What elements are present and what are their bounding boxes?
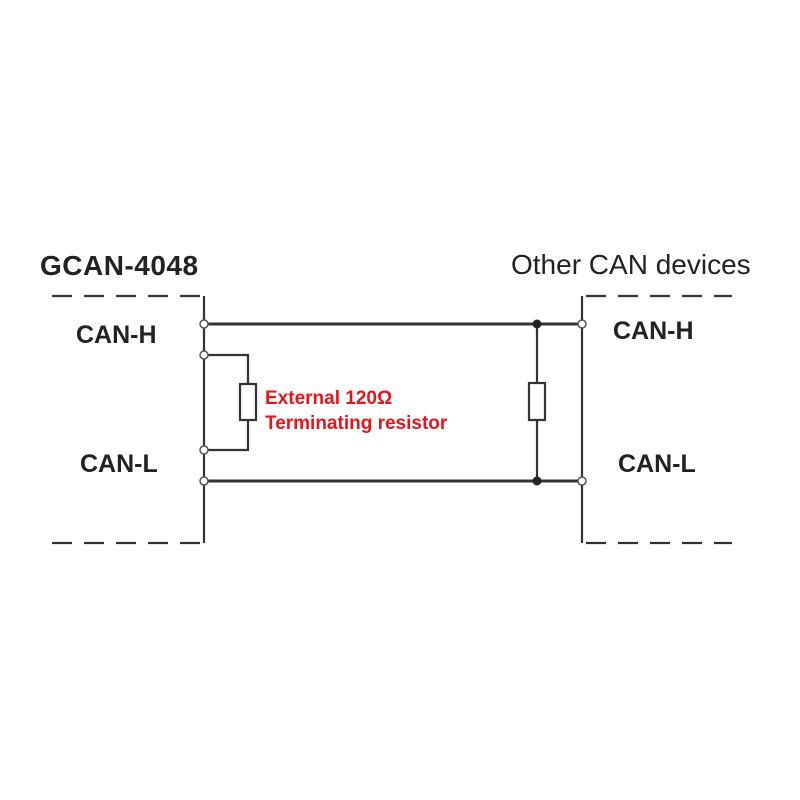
left-can-h-terminal bbox=[199, 319, 209, 329]
bus-resistor-symbol bbox=[527, 381, 547, 422]
external-resistor-circuit bbox=[204, 353, 258, 452]
left-resistor-bottom-terminal bbox=[199, 445, 209, 455]
left-device-box bbox=[52, 294, 206, 545]
right-device-title: Other CAN devices bbox=[511, 249, 751, 280]
resistor-note-line1: External 120Ω bbox=[265, 388, 393, 409]
left-can-h-label: CAN-H bbox=[76, 321, 157, 349]
bus-resistor-circuit bbox=[527, 324, 547, 481]
external-resistor-top-lead bbox=[204, 353, 250, 384]
external-resistor-bottom-lead bbox=[204, 420, 250, 452]
can-h-junction-dot bbox=[532, 319, 542, 329]
left-can-l-terminal bbox=[199, 476, 209, 486]
left-resistor-top-terminal bbox=[199, 350, 209, 360]
terminals bbox=[199, 319, 587, 486]
left-can-l-label: CAN-L bbox=[80, 450, 158, 478]
right-can-l-label: CAN-L bbox=[618, 450, 696, 478]
can-l-junction-dot bbox=[532, 476, 542, 486]
right-device-box bbox=[580, 294, 732, 545]
external-resistor-symbol bbox=[238, 382, 258, 422]
can-bus-wires bbox=[204, 322, 582, 483]
right-can-h-terminal bbox=[577, 319, 587, 329]
resistor-note-line2: Terminating resistor bbox=[265, 413, 448, 434]
left-device-title: GCAN-4048 bbox=[40, 250, 199, 281]
resistor-note: External 120Ω Terminating resistor bbox=[265, 386, 447, 436]
right-can-h-label: CAN-H bbox=[613, 317, 694, 345]
right-can-l-terminal bbox=[577, 476, 587, 486]
